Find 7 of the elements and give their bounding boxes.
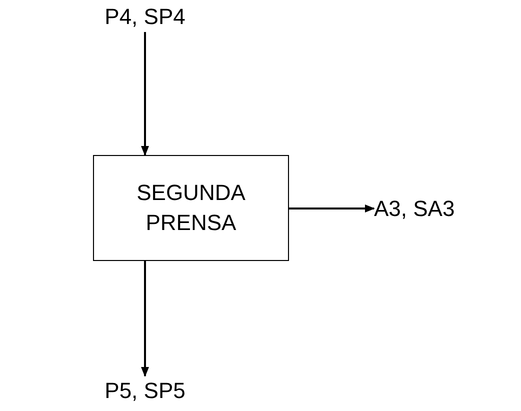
flow-label: P4, SP4 xyxy=(80,2,210,32)
process-box: SEGUNDA PRENSA xyxy=(93,155,289,261)
arrow xyxy=(141,261,149,377)
arrow xyxy=(141,32,149,156)
flow-label: P5, SP5 xyxy=(80,376,210,406)
flow-label: A3, SA3 xyxy=(374,194,519,224)
arrow xyxy=(289,204,375,212)
